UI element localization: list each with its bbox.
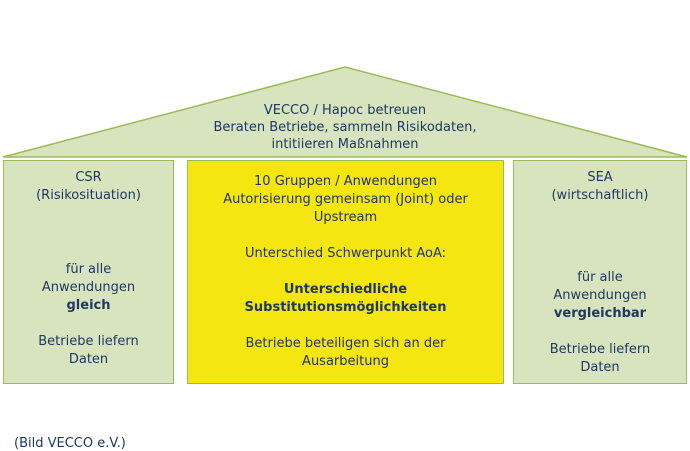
pillar-sea-subtitle: (wirtschaftlich)	[551, 188, 649, 203]
roof-label: VECCO / Hapoc betreuen Beraten Betriebe,…	[120, 102, 570, 153]
pillar-aoa: 10 Gruppen / Anwendungen Autorisierung g…	[187, 160, 504, 384]
roof-line-2: Beraten Betriebe, sammeln Risikodaten,	[213, 120, 477, 135]
pillar-csr-text-2: Anwendungen	[41, 280, 136, 295]
image-caption: (Bild VECCO e.V.)	[14, 436, 126, 451]
pillar-aoa-line-3: Upstream	[313, 210, 378, 225]
pillar-aoa-line-6: Ausarbeitung	[302, 354, 389, 369]
pillar-csr-subtitle: (Risikosituation)	[36, 188, 141, 203]
pillar-sea-text-4: Daten	[580, 360, 620, 375]
pillar-sea-text-3: Betriebe liefern	[549, 342, 651, 357]
roof-line-1: VECCO / Hapoc betreuen	[263, 103, 427, 118]
pillar-csr: CSR (Risikosituation) für alle Anwendung…	[3, 160, 174, 384]
pillar-aoa-emphasis-2: Substitutionsmöglichkeiten	[244, 300, 447, 315]
pillar-aoa-line-5: Betriebe beteiligen sich an der	[245, 336, 446, 351]
pillar-aoa-line-2: Autorisierung gemeinsam (Joint) oder	[223, 192, 468, 207]
pillar-aoa-emphasis-1: Unterschiedliche	[283, 282, 408, 297]
roof-triangle	[2, 66, 688, 158]
pillar-sea-text-2: Anwendungen	[553, 288, 647, 303]
pillar-sea-emphasis: vergleichbar	[553, 306, 647, 321]
pillar-aoa-line-1: 10 Gruppen / Anwendungen	[254, 174, 437, 189]
pillar-csr-text-4: Daten	[68, 352, 109, 367]
pillar-csr-text-3: Betriebe liefern	[38, 334, 139, 349]
pillar-aoa-line-4: Unterschied Schwerpunkt AoA:	[244, 246, 447, 261]
pillar-sea-text-1: für alle	[577, 270, 623, 285]
pillar-sea-title: SEA	[587, 170, 613, 185]
pillar-csr-emphasis: gleich	[66, 298, 111, 313]
roof-line-3: intitiieren Maßnahmen	[271, 137, 419, 152]
pillar-csr-text-1: für alle	[65, 262, 112, 277]
pillar-sea: SEA (wirtschaftlich) für alle Anwendunge…	[513, 160, 687, 384]
pillar-csr-title: CSR	[75, 170, 102, 185]
